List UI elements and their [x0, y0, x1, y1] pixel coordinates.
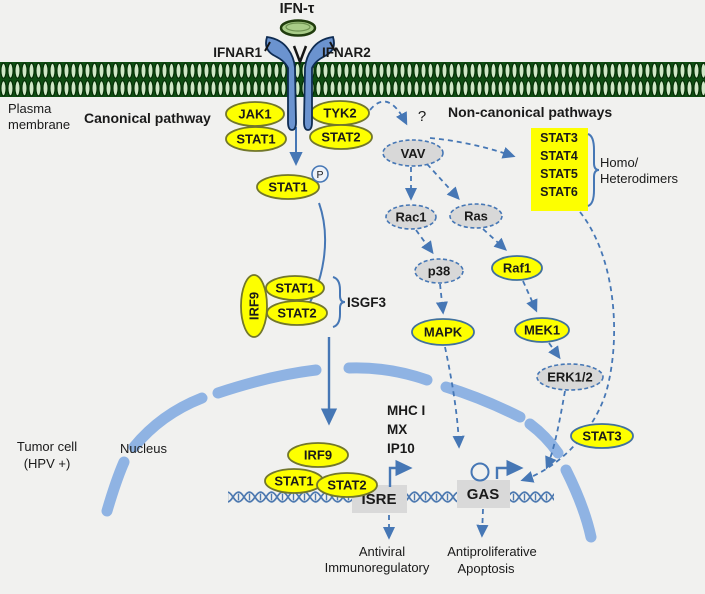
canonical-pathway-label: Canonical pathway	[84, 110, 211, 126]
gene-products: MHC I MX IP10	[387, 403, 425, 456]
dna-strand-middle	[407, 490, 457, 504]
ifnar-receptor	[264, 19, 336, 131]
stat-homodimer-box	[531, 128, 588, 211]
nuclear-isgf3-complex: IRF9 STAT1 STAT2	[264, 442, 378, 498]
stat-box-brace	[587, 133, 600, 207]
gas-box	[457, 480, 510, 508]
dna-strand-left	[228, 490, 352, 504]
arrow-mek1-to-erk12	[548, 342, 561, 360]
node-raf1: Raf1	[491, 255, 543, 281]
svg-text:Raf1: Raf1	[503, 261, 531, 276]
svg-text:STAT2: STAT2	[327, 478, 366, 493]
svg-text:TYK2: TYK2	[323, 106, 356, 121]
node-rac1: Rac1	[385, 204, 437, 230]
arrow-rac1-to-p38	[415, 229, 434, 255]
ifnar1-chain	[265, 35, 297, 131]
svg-text:ERK1/2: ERK1/2	[547, 370, 593, 385]
svg-text:STAT4: STAT4	[540, 149, 578, 163]
ifnar1-label: IFNAR1	[213, 45, 262, 60]
node-erk12: ERK1/2	[536, 363, 604, 391]
svg-text:STAT2: STAT2	[277, 306, 316, 321]
plasma-membrane-label-1: Plasma	[8, 101, 52, 116]
arrow-ras-to-raf1	[482, 228, 507, 251]
svg-text:IRF9: IRF9	[304, 448, 332, 463]
receptor-cleft	[292, 45, 308, 66]
plasma-membrane-label-2: membrane	[8, 117, 70, 132]
svg-text:STAT2: STAT2	[321, 130, 360, 145]
svg-text:STAT6: STAT6	[540, 185, 578, 199]
heterodimers-label: Heterodimers	[600, 171, 679, 186]
homo-label: Homo/	[600, 155, 639, 170]
ligand-highlight	[285, 22, 311, 32]
svg-text:MAPK: MAPK	[424, 325, 463, 340]
ifnar2-chain	[303, 35, 335, 131]
gas-promoter-circle	[470, 462, 490, 482]
arrow-statbox-to-gas	[520, 211, 615, 483]
receptor-marks	[264, 41, 336, 52]
ifnar2-label: IFNAR2	[322, 45, 371, 60]
arrow-erk12-to-gas	[545, 390, 566, 470]
tumor-cell-label-2: (HPV +)	[24, 456, 71, 471]
svg-text:P: P	[316, 169, 323, 181]
arrow-mapk-to-gas	[444, 346, 465, 449]
transcription-arrow-gas	[495, 459, 524, 479]
svg-text:JAK1: JAK1	[238, 107, 271, 122]
svg-text:MX: MX	[387, 422, 407, 437]
node-stat2-receptor: STAT2	[309, 124, 373, 150]
noncanonical-pathways-label: Non-canonical pathways	[448, 104, 612, 120]
outcome-antiproliferative: Antiproliferative	[447, 544, 537, 559]
nuclear-envelope	[101, 362, 597, 543]
svg-text:VAV: VAV	[401, 146, 426, 161]
transcription-arrow-isre	[388, 459, 413, 487]
isgf3-complex: IRF9 STAT1 STAT2 ISGF3	[240, 274, 387, 338]
question-mark-label: ?	[418, 108, 426, 125]
node-tyk2: TYK2	[310, 100, 370, 126]
isgf3-label: ISGF3	[347, 295, 387, 310]
node-stat1-phospho: STAT1 P	[256, 165, 329, 200]
svg-text:MHC I: MHC I	[387, 403, 425, 418]
svg-text:STAT5: STAT5	[540, 167, 578, 181]
node-vav: VAV	[382, 139, 444, 167]
arrow-gas-to-outcomes	[476, 508, 489, 538]
svg-text:IRF9: IRF9	[247, 292, 262, 320]
ifn-tau-title: IFN-τ	[280, 1, 315, 17]
outcome-antiviral: Antiviral	[359, 544, 405, 559]
node-ras: Ras	[449, 203, 503, 229]
stat-homodimer-items: STAT3 STAT4 STAT5 STAT6	[540, 131, 578, 199]
arrow-tyk2-to-vav	[369, 100, 408, 126]
node-mapk: MAPK	[411, 318, 475, 346]
gas-label: GAS	[467, 486, 500, 503]
node-jak1: JAK1	[225, 101, 285, 127]
node-p38: p38	[414, 258, 464, 284]
svg-text:STAT1: STAT1	[268, 180, 307, 195]
dashed-connectors	[369, 100, 615, 540]
svg-text:STAT3: STAT3	[582, 429, 621, 444]
svg-text:STAT3: STAT3	[540, 131, 578, 145]
svg-text:Rac1: Rac1	[395, 210, 426, 225]
svg-text:STAT1: STAT1	[275, 281, 314, 296]
svg-text:MEK1: MEK1	[524, 323, 560, 338]
outcome-immunoregulatory: Immunoregulatory	[325, 560, 430, 575]
arrow-vav-to-statbox	[429, 137, 516, 159]
tumor-cell-label-1: Tumor cell	[17, 439, 77, 454]
svg-text:STAT1: STAT1	[274, 474, 313, 489]
arrow-p38-to-mapk	[435, 283, 448, 315]
nucleus-label: Nucleus	[120, 441, 167, 456]
node-mek1: MEK1	[514, 317, 570, 343]
outcome-apoptosis: Apoptosis	[457, 561, 515, 576]
isgf3-brace	[332, 276, 346, 328]
dna-strand-right	[510, 490, 554, 504]
node-stat3-nuclear: STAT3	[570, 423, 634, 449]
plasma-membrane-band	[0, 62, 705, 97]
node-stat1-receptor: STAT1	[225, 126, 287, 152]
svg-text:p38: p38	[428, 264, 450, 279]
svg-text:Ras: Ras	[464, 209, 488, 224]
isre-label: ISRE	[361, 491, 396, 508]
svg-text:STAT1: STAT1	[236, 132, 275, 147]
phosphate-circle	[311, 165, 329, 183]
arrow-vav-to-ras	[426, 163, 460, 200]
svg-text:IP10: IP10	[387, 441, 415, 456]
